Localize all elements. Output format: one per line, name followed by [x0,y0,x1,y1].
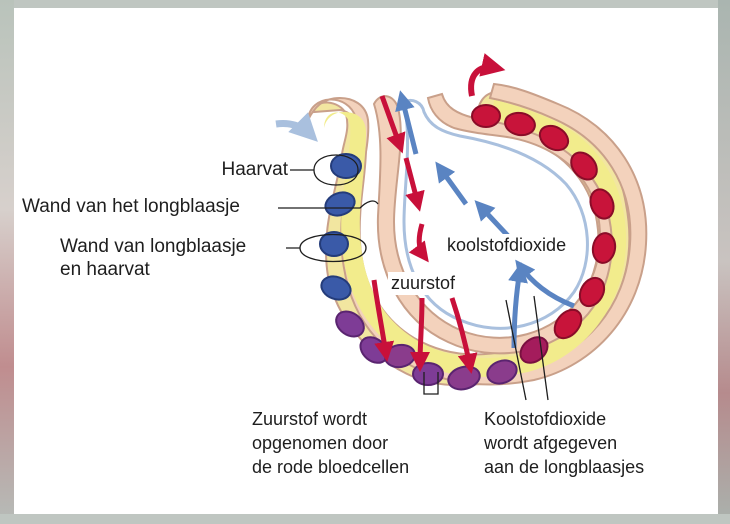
label-wand-longblaasje: Wand van het longblaasje [22,195,240,218]
background-frame-right [718,0,730,524]
caption-co2-3: aan de longblaasjes [484,456,644,479]
background-frame-top [0,0,730,8]
background-frame-left [0,0,14,524]
blood-inflow-arrow [276,123,310,134]
label-wand-longblaasje-haarvat-2: en haarvat [60,258,150,281]
caption-co2-1: Koolstofdioxide [484,408,606,431]
rbc-blue [331,154,361,178]
diagram-panel: Haarvat Wand van het longblaasje Wand va… [14,8,718,514]
label-wand-longblaasje-haarvat-1: Wand van longblaasje [60,235,246,258]
caption-co2-2: wordt afgegeven [484,432,617,455]
caption-zuurstof-2: opgenomen door [252,432,388,455]
background-frame-bottom [0,514,730,524]
caption-zuurstof-1: Zuurstof wordt [252,408,367,431]
rbc-red [472,105,500,127]
caption-zuurstof-3: de rode bloedcellen [252,456,409,479]
label-koolstofdioxide: koolstofdioxide [444,234,569,257]
oxygen-arrow [420,298,422,364]
label-haarvat: Haarvat [174,158,288,181]
label-zuurstof: zuurstof [388,272,458,295]
